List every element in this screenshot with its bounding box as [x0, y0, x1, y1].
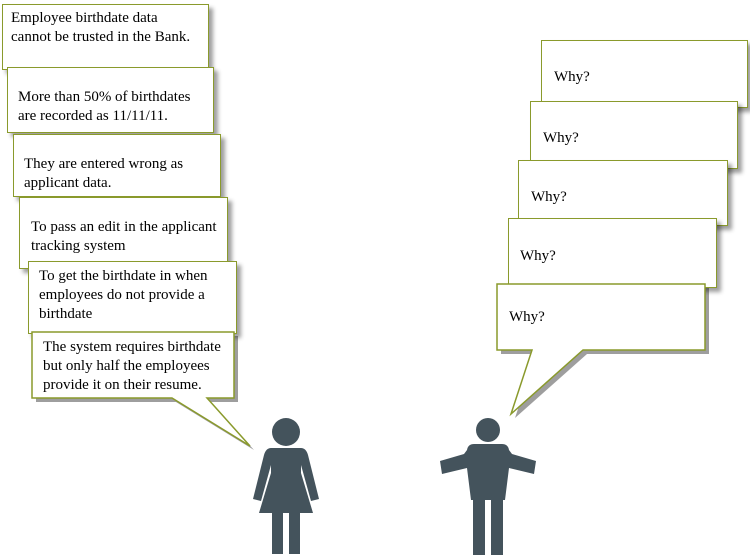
left-callout-text: The system requires birthdate but only h… — [43, 339, 221, 393]
man-shrugging-figure-icon — [440, 418, 536, 555]
left-box-1: Employee birthdate data cannot be truste… — [2, 4, 209, 70]
left-box-2-text: More than 50% of birthdates are recorded… — [18, 89, 191, 124]
left-box-3-text: They are entered wrong as applicant data… — [24, 156, 184, 191]
right-callout-text: Why? — [509, 309, 545, 325]
right-callout: Why? — [499, 286, 703, 348]
left-box-3: They are entered wrong as applicant data… — [13, 134, 221, 197]
right-box-3: Why? — [518, 160, 728, 226]
left-box-4: To pass an edit in the applicant trackin… — [19, 197, 228, 269]
left-box-5-text: To get the birthdate in when employees d… — [39, 268, 208, 322]
left-box-1-text: Employee birthdate data cannot be truste… — [11, 10, 191, 45]
right-box-1: Why? — [541, 40, 748, 108]
left-box-5: To get the birthdate in when employees d… — [28, 261, 237, 334]
left-box-4-text: To pass an edit in the applicant trackin… — [31, 219, 217, 254]
right-box-2-text: Why? — [543, 130, 579, 146]
right-box-4: Why? — [508, 218, 717, 288]
woman-figure-icon — [253, 418, 319, 554]
right-box-2: Why? — [530, 101, 738, 169]
right-box-4-text: Why? — [520, 248, 556, 264]
right-box-3-text: Why? — [531, 189, 567, 205]
right-box-1-text: Why? — [554, 69, 590, 85]
left-box-2: More than 50% of birthdates are recorded… — [7, 67, 214, 133]
left-callout: The system requires birthdate but only h… — [34, 334, 232, 396]
